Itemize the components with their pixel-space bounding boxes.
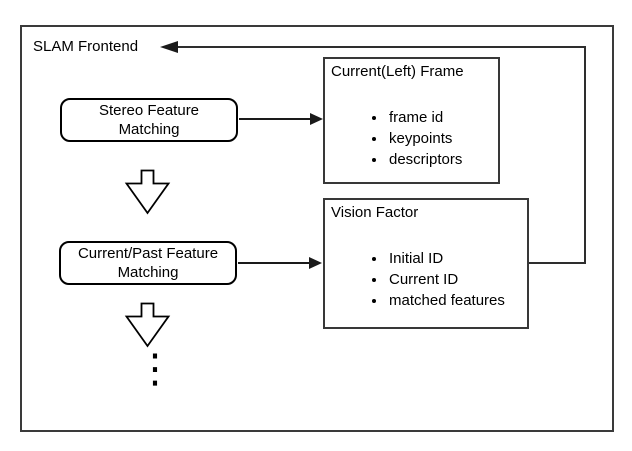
box-current-left-frame: Current(Left) Frame frame id keypoints d… [323,57,500,184]
list-item: keypoints [387,128,498,149]
node-label-line: Stereo Feature [98,102,200,119]
list-item: frame id [387,107,498,128]
list-item: Current ID [387,269,527,290]
box-item-list: Initial ID Current ID matched features [325,248,527,311]
node-label-line: Matching [118,121,180,138]
box-title: Vision Factor [331,204,419,221]
node-stereo-feature-matching: Stereo Feature Matching [60,98,238,142]
box-vision-factor: Vision Factor Initial ID Current ID matc… [323,198,529,329]
list-item: matched features [387,290,527,311]
slam-frontend-container [20,25,614,432]
vertical-ellipsis: ⋮ [135,346,175,392]
list-item: Initial ID [387,248,527,269]
box-title: Current(Left) Frame [331,63,464,80]
node-current-past-feature-matching: Current/Past Feature Matching [59,241,237,285]
list-item: descriptors [387,149,498,170]
box-item-list: frame id keypoints descriptors [325,107,498,170]
page-title: SLAM Frontend [33,38,139,55]
node-label-line: Current/Past Feature [77,245,219,262]
node-label-line: Matching [117,264,179,281]
